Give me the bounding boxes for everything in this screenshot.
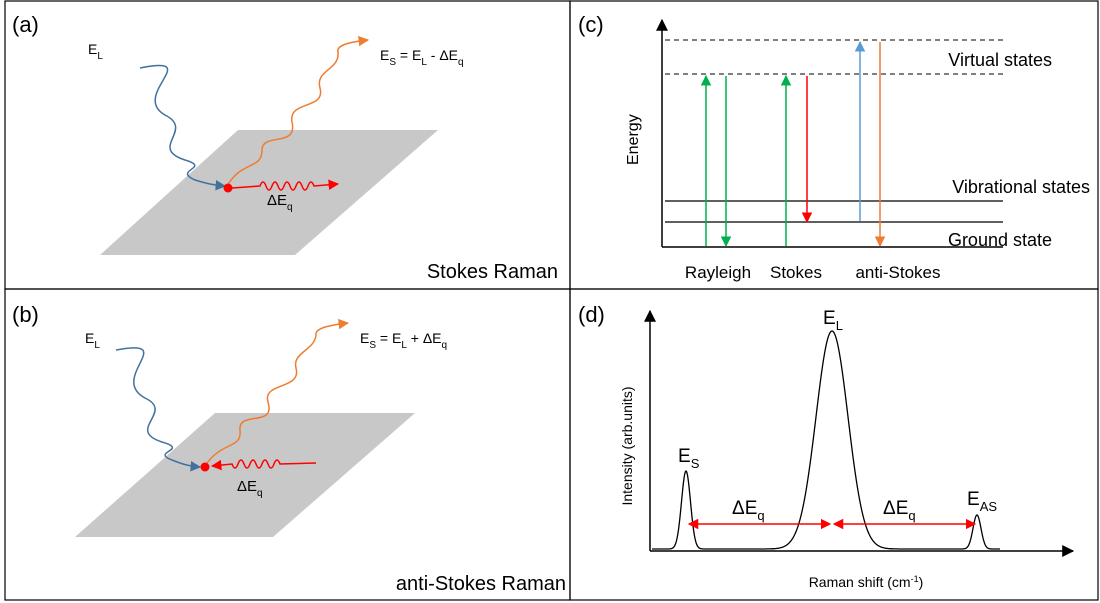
raman-shift-axis-label: Raman shift (cm-1) (809, 574, 924, 590)
surface-plane (75, 413, 415, 537)
panel-b-incident-label: EL (85, 330, 100, 351)
panel-a-letter: (a) (12, 12, 39, 37)
scattering-point (223, 183, 233, 193)
virtual-states-label: Virtual states (948, 50, 1052, 70)
panel-a-caption: Stokes Raman (427, 261, 558, 283)
phonon-wave (210, 459, 317, 471)
anti-stokes-label: anti-Stokes (855, 263, 940, 282)
panel-b-scattered-equation: ES = EL + ΔEq (360, 330, 447, 351)
panel-b-caption: anti-Stokes Raman (396, 573, 566, 595)
panel-c-letter: (c) (578, 12, 604, 37)
vibrational-states-label: Vibrational states (952, 177, 1090, 197)
panel-d: (d) Intensity (arb.units) Raman shift (c… (578, 302, 1075, 590)
panel-d-letter: (d) (578, 302, 605, 327)
panel-a: (a) EL ES = EL - ΔEq ΔEq Stokes Raman (12, 12, 558, 283)
panel-a-scattered-equation: ES = EL - ΔEq (380, 47, 464, 68)
rayleigh-label: Rayleigh (685, 263, 751, 282)
panel-c: (c) Energy Virtual states Vibrational st… (578, 12, 1090, 282)
ground-state-label: Ground state (948, 230, 1052, 250)
incident-photon (115, 347, 202, 472)
panel-b-phonon-label: ΔEq (237, 478, 263, 499)
surface-plane (100, 130, 438, 255)
anti-stokes-shift-label: ΔEq (883, 498, 916, 523)
scattering-point (200, 462, 210, 472)
incident-photon (139, 64, 227, 191)
panel-b: (b) EL ES = EL + ΔEq ΔEq anti-Stokes Ram… (12, 302, 566, 595)
panel-b-letter: (b) (12, 302, 39, 327)
scattered-photon (204, 318, 350, 467)
stokes-peak-label: ES (678, 446, 700, 471)
stokes-shift-label: ΔEq (732, 498, 765, 523)
phonon-wave (231, 179, 340, 191)
raman-spectrum-curve (652, 330, 1000, 550)
panel-d-border (569, 288, 1099, 601)
panel-a-phonon-label: ΔEq (267, 192, 293, 213)
scattered-photon (226, 35, 370, 187)
anti-stokes-peak-label: EAS (967, 489, 997, 514)
energy-axis-label: Energy (625, 114, 642, 165)
stokes-label: Stokes (770, 263, 822, 282)
intensity-axis-label: Intensity (arb.units) (619, 386, 635, 505)
laser-peak-label: EL (823, 308, 843, 333)
panel-a-incident-label: EL (88, 41, 103, 62)
